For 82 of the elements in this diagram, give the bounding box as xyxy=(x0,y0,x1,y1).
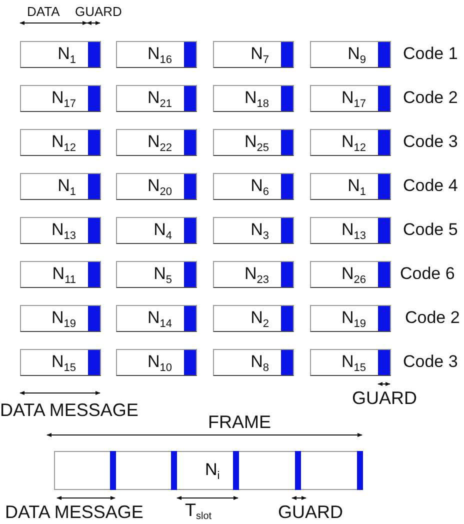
text-label: Code 4 xyxy=(403,176,458,196)
slot-label: N$_{13}$ xyxy=(51,220,76,242)
text-label: Code 5 xyxy=(403,220,458,240)
slot-label: N$_{3}$ xyxy=(250,220,269,242)
slot-label: N$_{19}$ xyxy=(51,308,76,330)
slot-label: N$_{10}$ xyxy=(147,352,172,374)
slot-label: N$_{17}$ xyxy=(341,88,366,110)
slot-label: N$_{20}$ xyxy=(147,176,172,198)
slot-box xyxy=(20,85,101,112)
slot-label: N$_{16}$ xyxy=(147,44,172,66)
slot-label: N$_{i}$ xyxy=(205,460,220,482)
text-label: Code 1 xyxy=(403,44,458,64)
text-label: Code 2 xyxy=(403,88,458,108)
slot-box xyxy=(116,261,197,288)
slot-label: N$_{18}$ xyxy=(244,88,269,110)
slot-label: N$_{26}$ xyxy=(341,264,366,286)
text-label: DATA MESSAGE xyxy=(0,400,138,421)
slot-label: N$_{1}$ xyxy=(58,44,76,66)
slot-label: N$_{11}$ xyxy=(52,264,76,286)
text-label: Code 6 xyxy=(400,264,455,284)
slot-box xyxy=(20,41,101,68)
slot-box xyxy=(310,349,391,376)
slot-label: N$_{22}$ xyxy=(147,132,172,154)
slot-box xyxy=(116,41,197,68)
slot-box xyxy=(20,305,101,332)
text-label: GUARD xyxy=(352,388,418,409)
slot-box xyxy=(213,217,294,244)
slot-label: N$_{21}$ xyxy=(147,88,172,110)
slot-box xyxy=(116,305,197,332)
slot-box xyxy=(213,349,294,376)
slot-label: N$_{12}$ xyxy=(51,132,76,154)
slot-label: N$_{13}$ xyxy=(341,220,366,242)
slot-box xyxy=(116,85,197,112)
text-label: T$_{slot}$ xyxy=(185,500,212,522)
slot-label: N$_{12}$ xyxy=(341,132,366,154)
slot-box xyxy=(213,173,294,200)
text-label: DATA xyxy=(27,4,60,19)
slot-box xyxy=(20,261,101,288)
slot-label: N$_{25}$ xyxy=(244,132,269,154)
slot-box xyxy=(116,173,197,200)
slot-box xyxy=(310,305,391,332)
text-label: FRAME xyxy=(208,412,271,433)
text-label: GUARD xyxy=(75,4,122,19)
frame-bar xyxy=(54,451,363,490)
slot-label: N$_{6}$ xyxy=(250,176,269,198)
slot-box xyxy=(116,217,197,244)
slot-label: N$_{15}$ xyxy=(341,352,366,374)
slot-label: N$_{2}$ xyxy=(250,308,269,330)
text-label: DATA MESSAGE xyxy=(5,502,144,523)
slot-box xyxy=(20,217,101,244)
slot-box xyxy=(213,129,294,156)
slot-box xyxy=(310,217,391,244)
slot-box xyxy=(213,305,294,332)
slot-box xyxy=(116,129,197,156)
slot-label: N$_{19}$ xyxy=(341,308,366,330)
slot-box xyxy=(310,261,391,288)
slot-label: N$_{15}$ xyxy=(51,352,76,374)
slot-box xyxy=(310,41,391,68)
slot-label: N$_{5}$ xyxy=(154,264,172,286)
slot-box xyxy=(20,173,101,200)
slot-label: N$_{9}$ xyxy=(348,44,366,66)
slot-label: N$_{1}$ xyxy=(348,176,366,198)
text-label: Code 3 xyxy=(403,132,458,152)
slot-box xyxy=(116,349,197,376)
slot-box xyxy=(20,129,101,156)
slot-label: N$_{14}$ xyxy=(147,308,172,330)
slot-label: N$_{8}$ xyxy=(250,352,269,374)
slot-box xyxy=(213,261,294,288)
slot-box xyxy=(310,85,391,112)
slot-label: N$_{1}$ xyxy=(58,176,76,198)
slot-label: N$_{4}$ xyxy=(154,220,172,242)
text-label: GUARD xyxy=(278,502,344,523)
slot-box xyxy=(310,173,391,200)
slot-box xyxy=(213,41,294,68)
slot-label: N$_{17}$ xyxy=(51,88,76,110)
slot-label: N$_{7}$ xyxy=(250,44,269,66)
slot-box xyxy=(213,85,294,112)
text-label: Code 3 xyxy=(403,352,458,372)
text-label: Code 2 xyxy=(405,308,460,328)
slot-label: N$_{23}$ xyxy=(244,264,269,286)
slot-box xyxy=(20,349,101,376)
slot-box xyxy=(310,129,391,156)
